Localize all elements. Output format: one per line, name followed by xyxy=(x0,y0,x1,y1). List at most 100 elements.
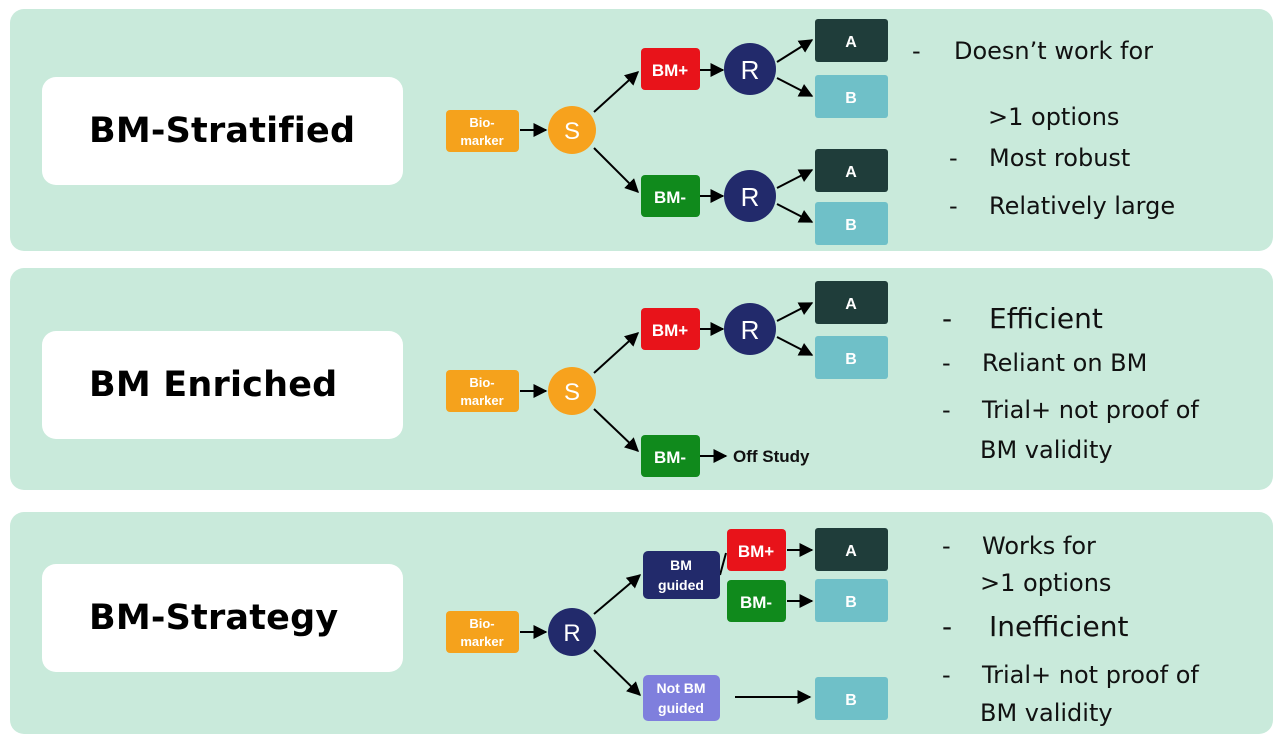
biomarker-node xyxy=(446,110,519,152)
note-text: Trial+ not proof of xyxy=(982,661,1199,689)
biomarker-label-line1: Bio- xyxy=(469,115,494,130)
flow-strategy: Bio- marker R BM guided Not BM guided BM… xyxy=(446,528,888,721)
arm-b-label: B xyxy=(845,90,857,107)
biomarker-label-line2: marker xyxy=(460,634,503,649)
arrow xyxy=(776,302,814,322)
arm-a-node xyxy=(815,528,888,571)
note-text: >1 options xyxy=(988,103,1120,131)
biomarker-label-line2: marker xyxy=(460,393,503,408)
note-text: Most robust xyxy=(989,144,1131,172)
bm-guided-node xyxy=(643,551,720,599)
bm-negative-node xyxy=(641,435,700,477)
dash: - xyxy=(942,661,951,689)
dash: - xyxy=(942,349,951,377)
arm-b-label: B xyxy=(845,351,857,368)
arm-b-label: B xyxy=(845,594,857,611)
note-text: Efficient xyxy=(989,302,1103,335)
flow-enriched: Bio- marker S BM+ BM- Off Study R A B xyxy=(446,281,888,477)
arrow xyxy=(593,71,640,113)
randomize-node xyxy=(724,170,776,222)
off-study-label: Off Study xyxy=(733,447,810,466)
arm-a-label: A xyxy=(845,34,857,51)
arrow xyxy=(776,169,814,189)
biomarker-node xyxy=(446,370,519,412)
biomarker-node xyxy=(446,611,519,653)
bm-negative-label: BM- xyxy=(654,188,686,207)
arm-a-node xyxy=(815,19,888,62)
design-title-enriched: BM Enriched xyxy=(89,365,338,405)
arm-a-node xyxy=(815,281,888,324)
arrow xyxy=(593,147,639,193)
randomize-label: R xyxy=(741,182,760,212)
design-title-strategy: BM-Strategy xyxy=(89,598,339,638)
randomize-label: R xyxy=(741,315,760,345)
stratify-label: S xyxy=(564,379,580,406)
note-text: Relatively large xyxy=(989,192,1176,220)
bm-negative-label: BM- xyxy=(654,448,686,467)
dash: - xyxy=(942,610,953,643)
arrow xyxy=(776,336,814,356)
note-text: Reliant on BM xyxy=(982,349,1148,377)
arm-b-node xyxy=(815,202,888,245)
connector xyxy=(719,552,727,576)
arrow xyxy=(593,574,642,615)
bm-negative-node xyxy=(727,580,786,622)
randomize-node xyxy=(724,303,776,355)
note-text: Trial+ not proof of xyxy=(982,396,1199,424)
arrow xyxy=(776,203,814,223)
arm-a-node xyxy=(815,149,888,192)
biomarker-label-line1: Bio- xyxy=(469,616,494,631)
stratify-label: S xyxy=(564,118,580,145)
note-text: BM validity xyxy=(980,436,1113,464)
dash: - xyxy=(949,144,958,172)
bm-guided-label-line1: BM xyxy=(670,557,692,573)
bm-negative-label: BM- xyxy=(740,593,772,612)
dash: - xyxy=(942,302,953,335)
not-bm-guided-node xyxy=(643,675,720,721)
arm-b-node xyxy=(815,579,888,622)
bm-negative-node xyxy=(641,175,700,217)
dash: - xyxy=(912,37,921,65)
bm-positive-label: BM+ xyxy=(652,321,688,340)
dash: - xyxy=(942,396,951,424)
note-text: Inefficient xyxy=(989,610,1129,643)
arm-b-label: B xyxy=(845,217,857,234)
biomarker-label-line1: Bio- xyxy=(469,375,494,390)
design-label-box: BM Enriched xyxy=(42,331,403,439)
bm-positive-node xyxy=(727,529,786,571)
stratify-node xyxy=(548,367,596,415)
not-bm-guided-label-line1: Not BM xyxy=(657,680,706,696)
arm-a-label: A xyxy=(845,164,857,181)
note-text: >1 options xyxy=(980,569,1112,597)
arm-b-node xyxy=(815,75,888,118)
design-label-box: BM-Stratified xyxy=(42,77,403,185)
arrow xyxy=(776,39,814,63)
arrow xyxy=(593,408,640,452)
arm-a-label: A xyxy=(845,296,857,313)
randomize-node xyxy=(548,608,596,656)
not-bm-guided-label-line2: guided xyxy=(658,700,704,716)
design-title-stratified: BM-Stratified xyxy=(89,111,356,151)
stratify-node xyxy=(548,106,596,154)
bm-positive-node xyxy=(641,308,700,350)
arm-b-node xyxy=(815,336,888,379)
randomize-node xyxy=(724,43,776,95)
bm-guided-label-line2: guided xyxy=(658,577,704,593)
arrow xyxy=(776,77,814,97)
note-text: BM validity xyxy=(980,699,1113,727)
arrow xyxy=(593,332,640,374)
flow-stratified: Bio- marker S BM+ BM- R R A B A B xyxy=(446,19,888,245)
dash: - xyxy=(949,192,958,220)
arrow xyxy=(593,649,642,696)
biomarker-label-line2: marker xyxy=(460,133,503,148)
arm-a-label: A xyxy=(845,543,857,560)
bm-positive-node xyxy=(641,48,700,90)
randomize-label: R xyxy=(741,55,760,85)
design-label-box: BM-Strategy xyxy=(42,564,403,672)
arm-b-label: B xyxy=(845,692,857,709)
note-text: Doesn’t work for xyxy=(954,37,1154,65)
randomize-label: R xyxy=(563,620,580,647)
bm-positive-label: BM+ xyxy=(652,61,688,80)
dash: - xyxy=(942,532,951,560)
